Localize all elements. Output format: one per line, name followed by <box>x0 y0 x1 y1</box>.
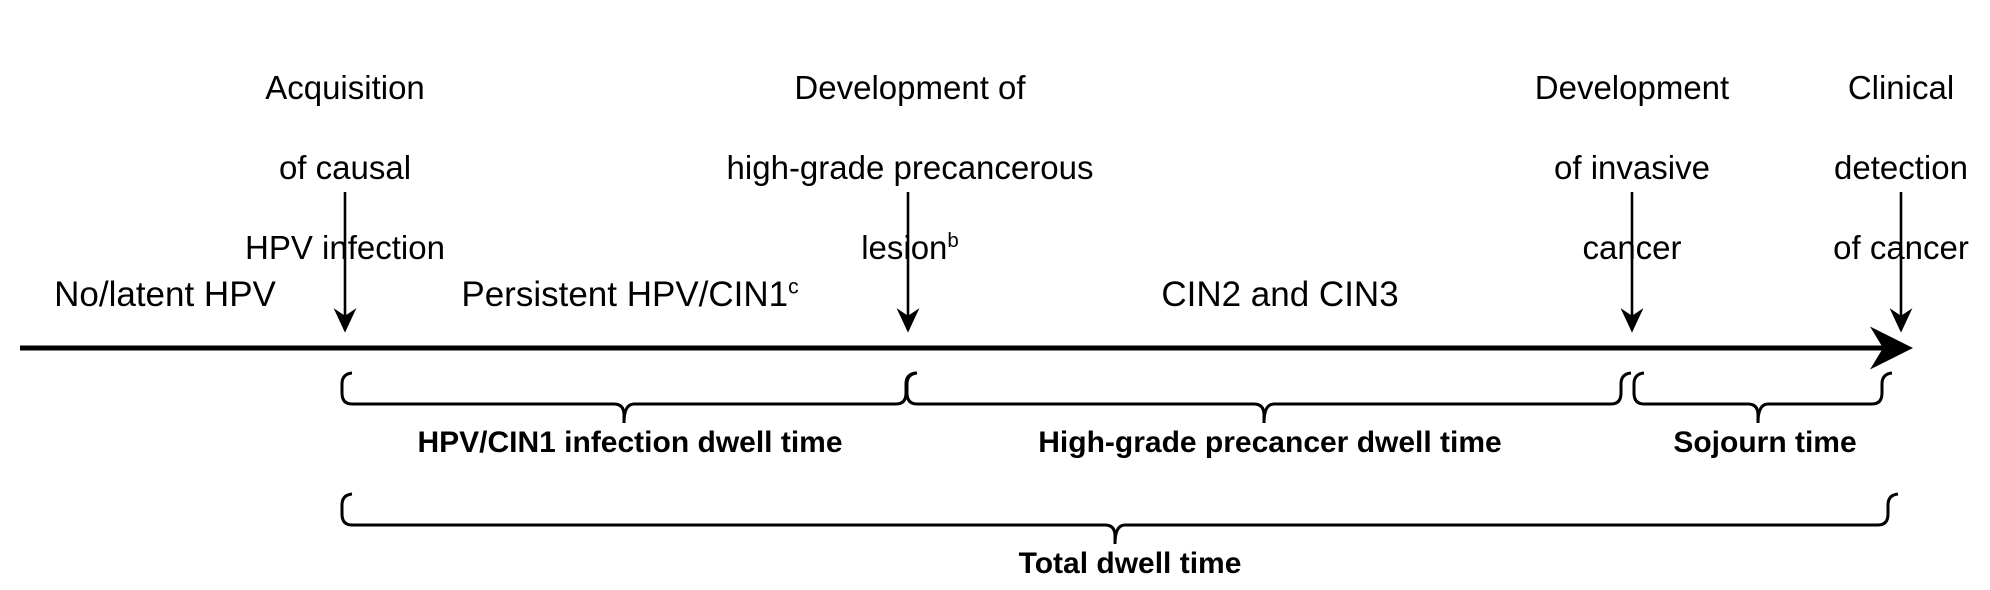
event-line-1: Development <box>1534 69 1730 106</box>
event-line-3: HPV infection <box>245 229 445 266</box>
dwell-label-total-dwell: Total dwell time <box>1018 547 1242 580</box>
event-label-acquisition: Acquisition of causal HPV infection <box>195 28 495 308</box>
event-label-invasive-cancer: Development of invasive cancer <box>1472 28 1792 308</box>
stage-label-no-latent-hpv: No/latent HPV <box>0 275 330 315</box>
event-label-clinical-detection: Clinical detection of cancer <box>1781 28 1990 308</box>
event-line-3: of cancer <box>1833 229 1969 266</box>
event-label-precancer-development: Development of high-grade precancerous l… <box>660 28 1160 308</box>
stage-superscript: c <box>788 275 799 299</box>
event-line-3: cancer <box>1582 229 1682 266</box>
event-line-2: of causal <box>278 149 412 186</box>
event-line-1: Clinical <box>1847 69 1955 106</box>
stage-text: CIN2 and CIN3 <box>1161 275 1399 314</box>
brace-total-dwell <box>340 492 1899 545</box>
brace-sojourn-time <box>1632 371 1893 424</box>
brace-hpv-cin1-dwell <box>340 371 917 424</box>
stage-text: Persistent HPV/CIN1 <box>461 275 789 314</box>
event-line-2: of invasive <box>1554 149 1710 186</box>
stage-text: No/latent HPV <box>54 275 276 314</box>
event-line-1: Acquisition <box>265 69 425 106</box>
dwell-label-high-grade-precancer-dwell: High-grade precancer dwell time <box>1038 426 1502 459</box>
event-line-2: high-grade precancerous <box>726 149 1094 186</box>
event-line-2: detection <box>1834 149 1968 186</box>
dwell-label-hpv-cin1-dwell: HPV/CIN1 infection dwell time <box>417 426 843 459</box>
stage-label-cin2-cin3: CIN2 and CIN3 <box>930 275 1630 315</box>
stage-label-persistent-hpv-cin1: Persistent HPV/CIN1c <box>370 275 890 315</box>
event-superscript: b <box>947 229 959 252</box>
dwell-label-sojourn-time: Sojourn time <box>1673 426 1857 459</box>
event-line-1: Development of <box>794 69 1026 106</box>
brace-high-grade-precancer-dwell <box>905 371 1632 424</box>
event-line-3: lesionb <box>861 229 959 266</box>
